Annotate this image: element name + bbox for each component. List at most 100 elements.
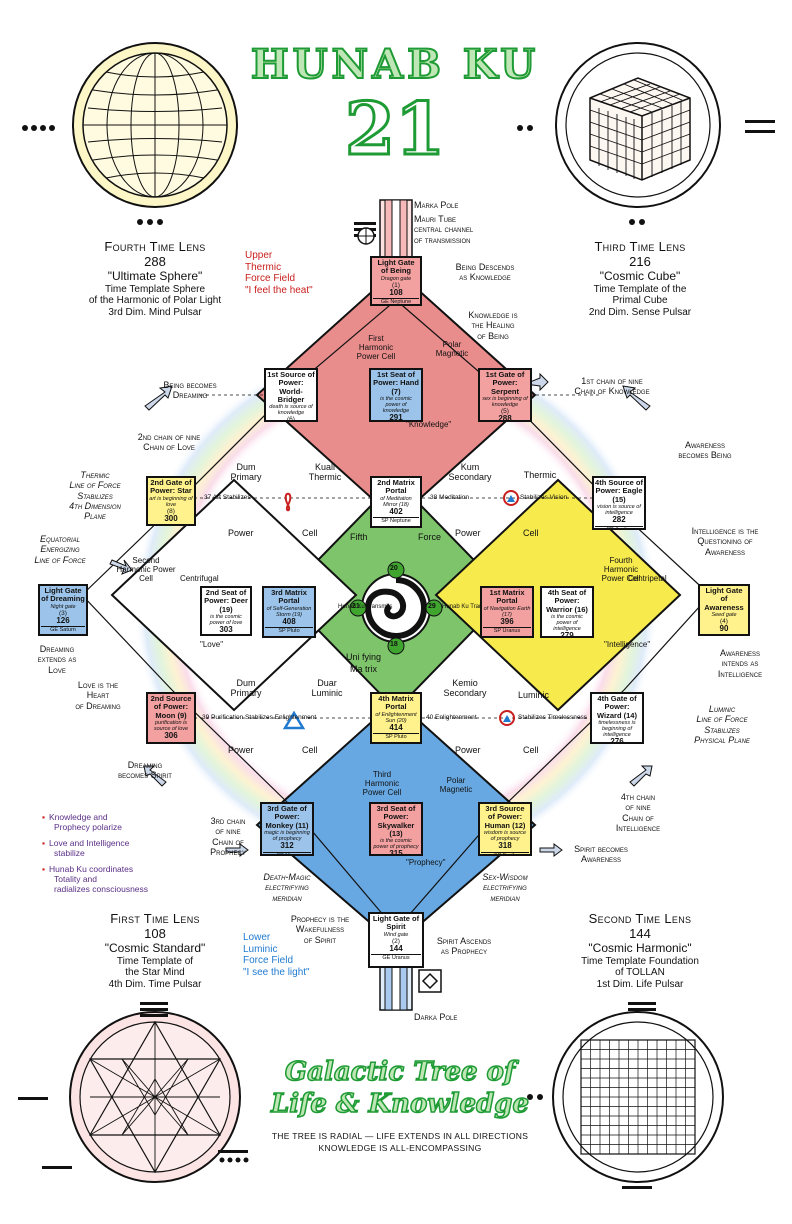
node-val: 402 [389,506,403,516]
first-lens-desc3: 4th Dim. Time Pulsar [108,978,202,990]
node-val: 276 [610,736,624,744]
ut4: "I feel the heat" [245,284,313,296]
label-center-20: 20 [390,565,398,572]
node-title: 2nd Gate of Power: Star [150,478,192,496]
node-val: 408 [282,616,296,626]
fourth-lens-heading: Fourth Time Lens [104,239,206,254]
third-lens-heading: Third Time Lens [594,239,686,254]
node-sub: is the cosmic power of knowledge [380,395,412,414]
label-kum-secondary: Kum Secondary [448,462,492,482]
third-lens-desc2: Primal Cube [612,295,668,307]
footer-tagline1: THE TREE IS RADIAL — LIFE EXTENDS IN ALL… [271,1131,529,1141]
node-title: Light Gate of Spirit [372,914,420,932]
label-duar-luminic: Duar Luminic [311,678,343,698]
label-intelligence-quote: "Intelligence" [604,640,651,649]
node-title: 3rd Seat of Power: Skywalker (13) [376,804,416,838]
second-lens-block: Second Time Lens 144 "Cosmic Harmonic" T… [535,911,745,990]
bullet-1-line2: Prophecy polarize [54,822,123,833]
bullet-3-line2: Totality and [54,874,97,885]
node-gate4: 4th Gate of Power: Wizard (14)timelessne… [590,692,644,744]
node-seat3: 3rd Seat of Power: Skywalker (13)is the … [369,802,423,856]
node-num: (3) [59,609,67,617]
pw2: Wakefulness [295,924,345,935]
ai2: intends as [721,658,759,669]
node-sub: vision is source of intelligence [597,503,641,516]
node-val: 288 [498,413,512,422]
tl1: Thermic [80,470,110,480]
node-val: 126 [56,615,70,625]
node-sub: purification is source of love [153,719,189,732]
iq3: Awareness [704,546,746,557]
node-sub: wisdom is source of prophecy [483,829,527,842]
eq3: Line of Force [34,554,86,565]
node-plan: SP Mars [263,851,311,854]
node-val: 414 [389,722,403,732]
label-hunab-right: Hunab Ku Transmits [442,604,497,610]
ab2: becomes Being [678,450,732,461]
node-val: 144 [389,943,403,953]
dm1: Death-Magic [263,872,311,882]
node-plan: GE Uranus [371,954,421,961]
label-center-21: 21 [352,603,360,610]
second-lens-number: 144 [629,925,651,941]
c21: 2nd chain of nine [137,432,201,442]
fourth-lens-number: 288 [144,253,166,269]
node-plan: SP Pluto [373,733,419,740]
node-title: 2nd Matrix Portal [377,478,415,496]
node-val: 282 [612,514,626,524]
tl3: Stabilizes [77,490,113,501]
tube-line2: central channel [414,224,474,235]
node-num: (4) [720,617,728,625]
label-center-18: 18 [390,641,398,648]
ut3: Force Field [245,273,296,284]
label-dum-primary-2: Dum Primary [230,678,262,698]
node-sub: Wind gate [383,931,409,938]
upper-thermic-note: Upper Thermic Force Field "I feel the he… [245,250,355,296]
bd1: Being Descends [455,262,515,272]
c22: Chain of Love [143,442,195,453]
c31: 3rd chain [210,816,246,826]
c12: Chain of Knowledge [574,386,650,397]
node-val: 279 [560,630,574,638]
node-val: 291 [389,412,403,422]
ds2: becomes Spirit [118,770,172,781]
node-title: 4th Source of Power: Eagle (15) [595,478,643,504]
node-num: (2) [392,937,400,945]
fourth-lens-quote: "Ultimate Sphere" [107,268,203,283]
label-matrix: Ma trix [350,664,377,674]
pw3: of Spirit [303,934,337,945]
ll1: Lower [243,932,271,943]
node-val: 108 [389,287,403,297]
dl1: Dreaming [39,644,75,654]
kh1: Knowledge is [468,310,518,320]
loop-icon [284,492,292,512]
bdr1: Being becomes [163,380,217,390]
sw2: electrifying [483,882,527,893]
node-sub: of Enlightenment Sun (20) [375,711,417,724]
label-power-1: Power [228,528,254,538]
node-gate3: 3rd Gate of Power: Monkey (11)magic is b… [260,802,314,856]
kh3: of Being [477,330,509,341]
third-lens-quote: "Cosmic Cube" [599,268,681,283]
node-title: 4th Seat of Power: Warrior (16) [546,588,588,614]
node-title: 2nd Source of Power: Moon (9) [150,694,192,720]
